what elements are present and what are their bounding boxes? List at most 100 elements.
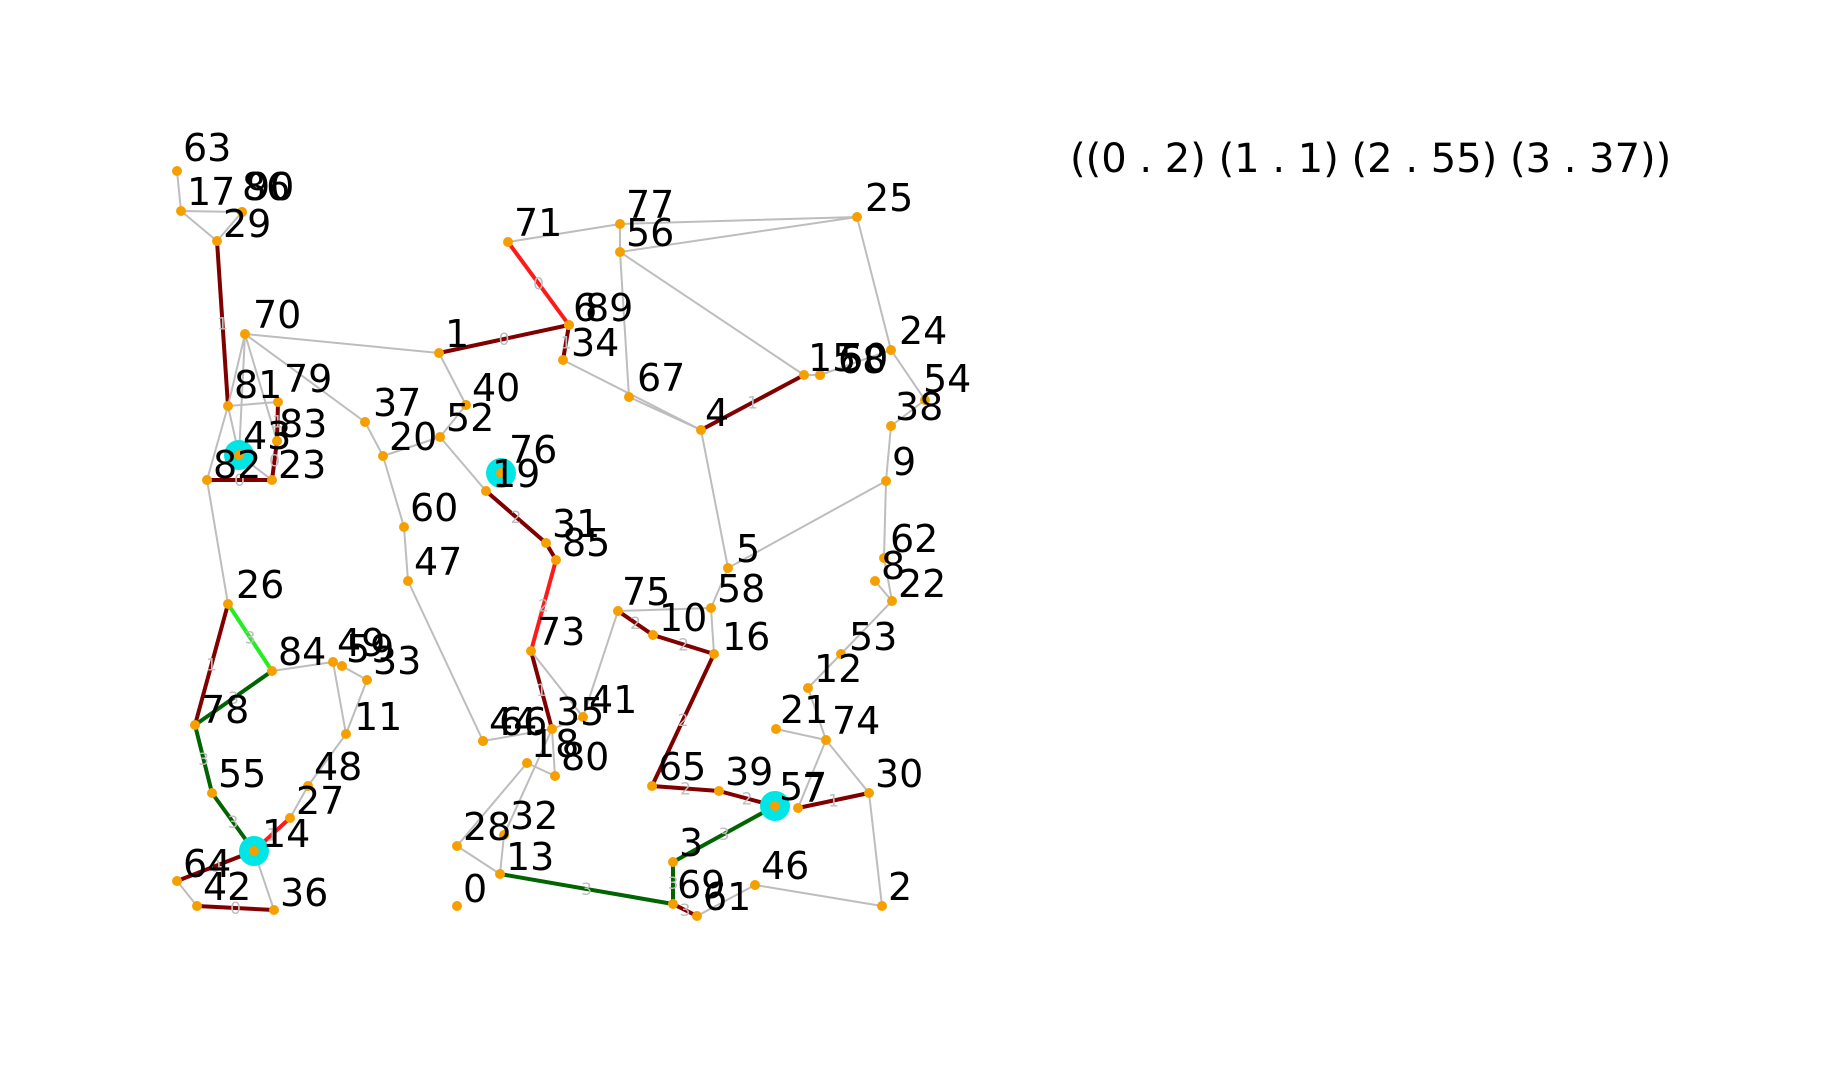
node-label-7: 7 [802,767,826,811]
node-label-28: 28 [463,805,511,849]
edge-54-38 [890,399,926,427]
edge-6-34 [561,323,571,362]
edge-weight-label: 2 [678,711,689,731]
node-3 [668,857,678,867]
node-label-5: 5 [736,527,760,571]
node-label-86: 86 [242,165,290,209]
edge-10-16 [651,633,716,656]
edge-weight-label: 3 [228,689,239,709]
node-label-38: 38 [895,385,943,429]
node-label-21: 21 [780,688,828,732]
edge-71-77 [507,223,621,243]
edge-1-40 [438,352,467,406]
edge-38-9 [885,425,892,482]
edge-weight-label: 0 [234,471,245,491]
node-69 [668,899,678,909]
node-5 [723,563,733,573]
edge-58-16 [710,607,715,655]
node-label-9: 9 [892,440,916,484]
node-label-31: 31 [552,502,600,546]
node-label-52: 52 [446,396,494,440]
edge-75-41 [582,610,619,718]
node-label-19: 19 [492,452,540,496]
node-label-49: 49 [337,621,385,665]
node-label-83: 83 [279,402,327,446]
node-21 [771,724,781,734]
node-label-61: 61 [703,875,751,919]
node-54 [920,395,930,405]
node-40 [461,400,471,410]
node-label-23: 23 [278,443,326,487]
node-label-6: 6 [573,286,597,330]
edge-7-30 [796,791,871,810]
edge-30-2 [868,792,883,907]
node-46 [750,880,760,890]
edge-29-90 [216,211,243,242]
node-12 [803,683,813,693]
node-label-50: 50 [840,336,888,380]
edge-73-41 [530,650,584,718]
edge-20-60 [382,455,405,528]
node-label-26: 26 [236,563,284,607]
edge-84-78 [193,669,274,727]
edge-67-4 [628,396,702,431]
edge-70-1 [244,333,440,354]
edge-81-79 [227,401,279,407]
node-label-25: 25 [865,176,913,220]
node-19 [481,486,491,496]
node-22 [887,596,897,606]
edge-24-54 [890,349,926,401]
edge-60-47 [403,526,409,582]
node-label-22: 22 [898,562,946,606]
edge-42-36 [195,904,276,912]
node-label-82: 82 [213,443,261,487]
node-2 [877,901,887,911]
node-label-35: 35 [556,690,604,734]
node-label-53: 53 [849,615,897,659]
node-38 [886,421,896,431]
node-53 [836,649,846,659]
edge-70-43 [238,333,246,456]
node-37 [360,417,370,427]
node-label-79: 79 [284,357,332,401]
node-56 [615,247,625,257]
node-label-13: 13 [506,835,554,879]
edge-weight-label: 3 [228,813,239,833]
node-label-68: 68 [838,338,886,382]
node-label-64: 64 [183,842,231,886]
edge-35-32 [503,728,553,836]
node-33 [362,675,372,685]
node-11 [341,729,351,739]
node-label-15: 15 [808,336,856,380]
edge-47-66 [407,580,484,742]
node-83 [272,436,282,446]
node-32 [499,830,509,840]
edge-weight-label: 1 [267,826,278,846]
node-label-41: 41 [589,678,637,722]
edge-weight-label: 0 [499,330,510,350]
node-52 [435,432,445,442]
edge-25-24 [856,216,892,351]
node-25 [852,212,862,222]
node-49 [328,657,338,667]
node-62 [879,553,889,563]
edge-32-13 [499,834,505,875]
node-label-3: 3 [679,821,703,865]
edge-37-20 [364,421,384,457]
node-label-32: 32 [510,794,558,838]
node-23 [267,475,277,485]
node-label-43: 43 [243,414,291,458]
node-60 [399,522,409,532]
node-label-55: 55 [218,752,266,796]
edge-weight-label: 0 [533,275,544,295]
edge-17-29 [180,210,218,242]
node-90 [237,207,247,217]
node-84 [267,666,277,676]
edge-weight-label: 1 [217,315,228,335]
edge-17-90 [180,210,243,213]
edge-28-13 [456,845,501,875]
node-89 [564,320,574,330]
node-67 [624,392,634,402]
node-7 [793,803,803,813]
